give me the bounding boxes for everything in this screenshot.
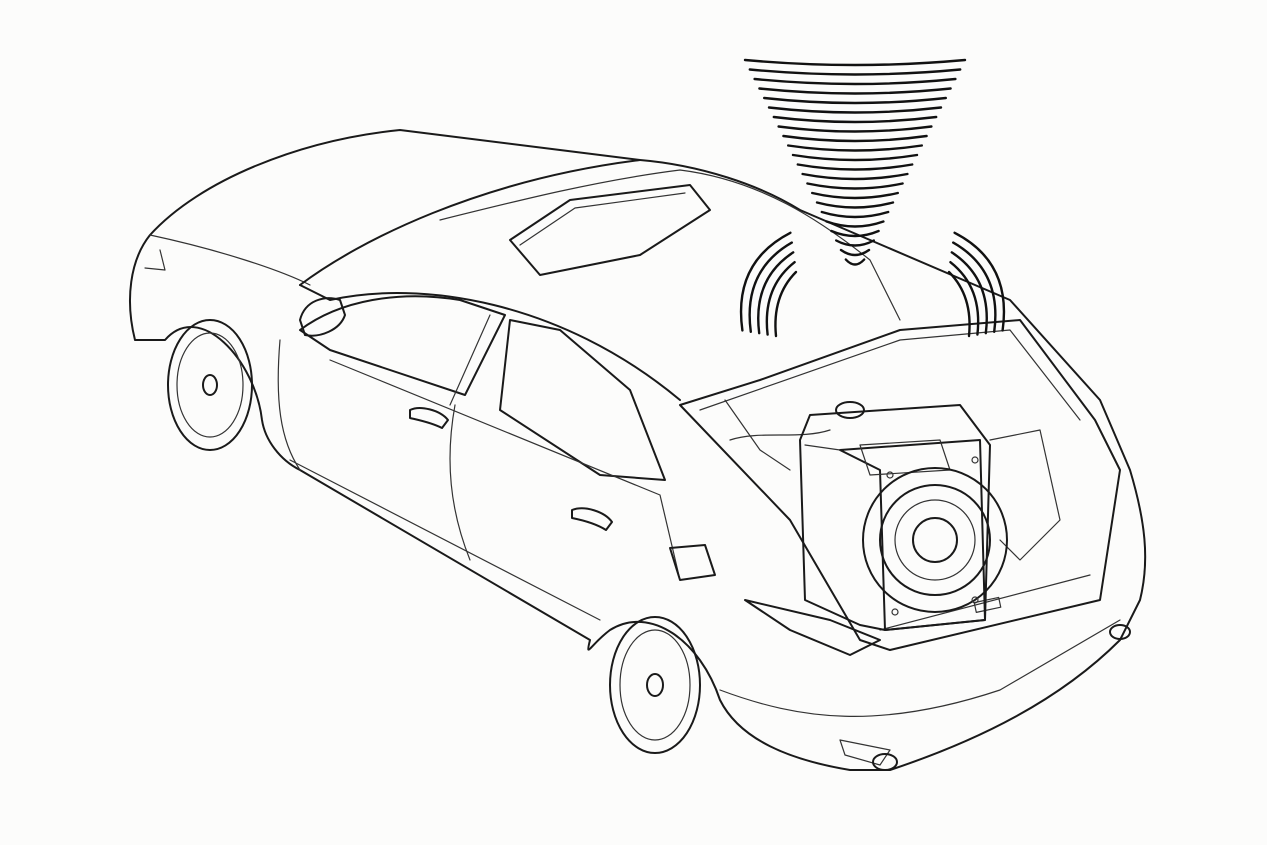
sound-wave-arc (952, 241, 997, 333)
sound-wave-arc (743, 58, 967, 67)
sound-wave-arc (774, 270, 798, 338)
sound-wave-arc (949, 261, 980, 336)
sound-wave-arc (791, 153, 919, 162)
car-body (129, 129, 1147, 771)
sound-waves (739, 58, 1006, 338)
sound-wave-arc (767, 106, 943, 114)
sound-wave-arc (765, 261, 796, 336)
sound-wave-arc (787, 144, 923, 152)
sound-wave-arc (844, 258, 866, 266)
sound-wave-arc (820, 210, 890, 219)
sound-wave-arc (772, 115, 938, 124)
rear-wheel (609, 616, 701, 754)
sound-wave-arc (815, 201, 895, 209)
sound-wave-arc (782, 134, 928, 143)
sound-wave-arc (796, 163, 914, 171)
sound-wave-arc (757, 251, 795, 335)
sound-wave-arc (763, 96, 947, 105)
sound-wave-arc (953, 231, 1006, 332)
sound-wave-arc (801, 172, 909, 181)
sound-wave-arc (739, 231, 792, 332)
sound-wave-arc (748, 241, 793, 333)
sound-wave-arc (777, 125, 933, 133)
sound-wave-arc (839, 248, 871, 257)
sound-wave-arc (748, 68, 962, 76)
sound-wave-arc (753, 77, 957, 86)
sound-wave-arc (950, 251, 988, 335)
sound-wave-arc (811, 191, 899, 200)
sound-wave-arc (830, 229, 880, 238)
sound-wave-arc (835, 239, 875, 247)
front-wheel (167, 319, 253, 451)
sound-wave-arc (947, 270, 971, 338)
sound-wave-arc (758, 87, 952, 95)
sound-wave-arc (825, 220, 885, 228)
sound-wave-arc (806, 182, 904, 190)
subwoofer-box (799, 401, 1008, 631)
